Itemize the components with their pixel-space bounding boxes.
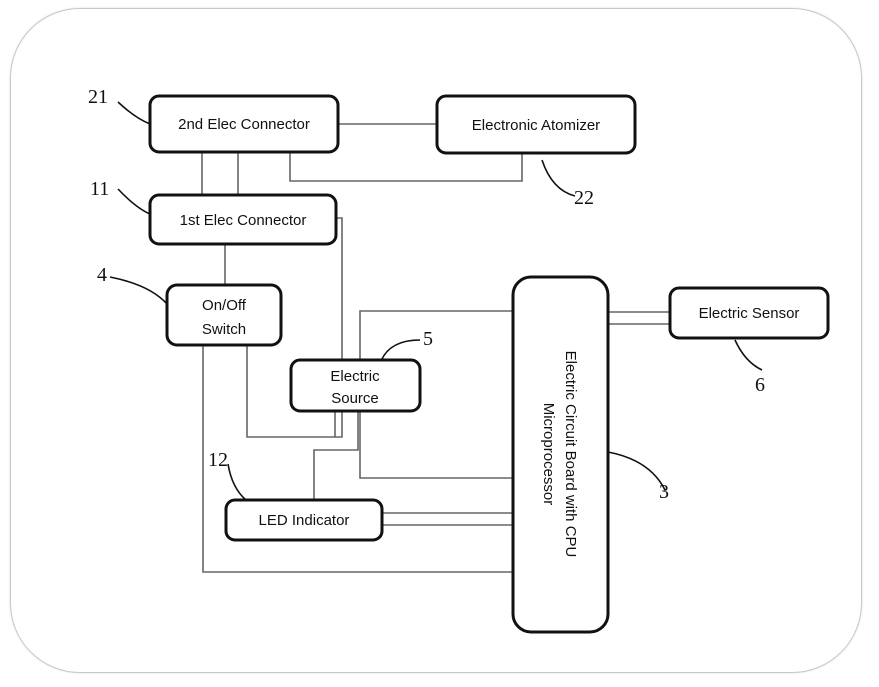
second-connector-label: 2nd Elec Connector <box>178 116 310 133</box>
electronic-atomizer-label: Electronic Atomizer <box>472 117 600 134</box>
electric-source-label-line2: Source <box>331 390 379 407</box>
circuit-board-label-line2: Microprocessor <box>540 403 557 506</box>
ref-11: 11 <box>90 178 109 200</box>
leader-12 <box>228 464 246 500</box>
led-indicator-label: LED Indicator <box>259 512 350 529</box>
electric-sensor-label: Electric Sensor <box>699 305 800 322</box>
leader-5 <box>381 340 420 361</box>
ref-5: 5 <box>423 328 433 350</box>
circuit-board-box <box>513 277 608 632</box>
leader-21 <box>118 102 150 124</box>
circuit-board-label-line1: Electric Circuit Board with CPU <box>562 351 579 558</box>
on-off-switch-label-line1: On/Off <box>202 297 247 314</box>
ref-21: 21 <box>88 86 108 108</box>
ref-22: 22 <box>574 187 594 209</box>
leader-22 <box>542 160 575 196</box>
wire-connector2-atomizer-lower <box>290 152 522 181</box>
leader-4 <box>110 277 167 304</box>
ref-3: 3 <box>659 481 669 503</box>
wire-source-led <box>314 411 358 500</box>
ref-6: 6 <box>755 374 765 396</box>
ref-4: 4 <box>97 264 107 286</box>
leader-3 <box>608 452 665 490</box>
ref-12: 12 <box>208 449 228 471</box>
first-connector-label: 1st Elec Connector <box>180 212 307 229</box>
on-off-switch-label-line2: Switch <box>202 321 246 338</box>
leader-6 <box>735 340 762 370</box>
leader-11 <box>118 189 150 214</box>
electric-source-label-line1: Electric <box>330 368 380 385</box>
